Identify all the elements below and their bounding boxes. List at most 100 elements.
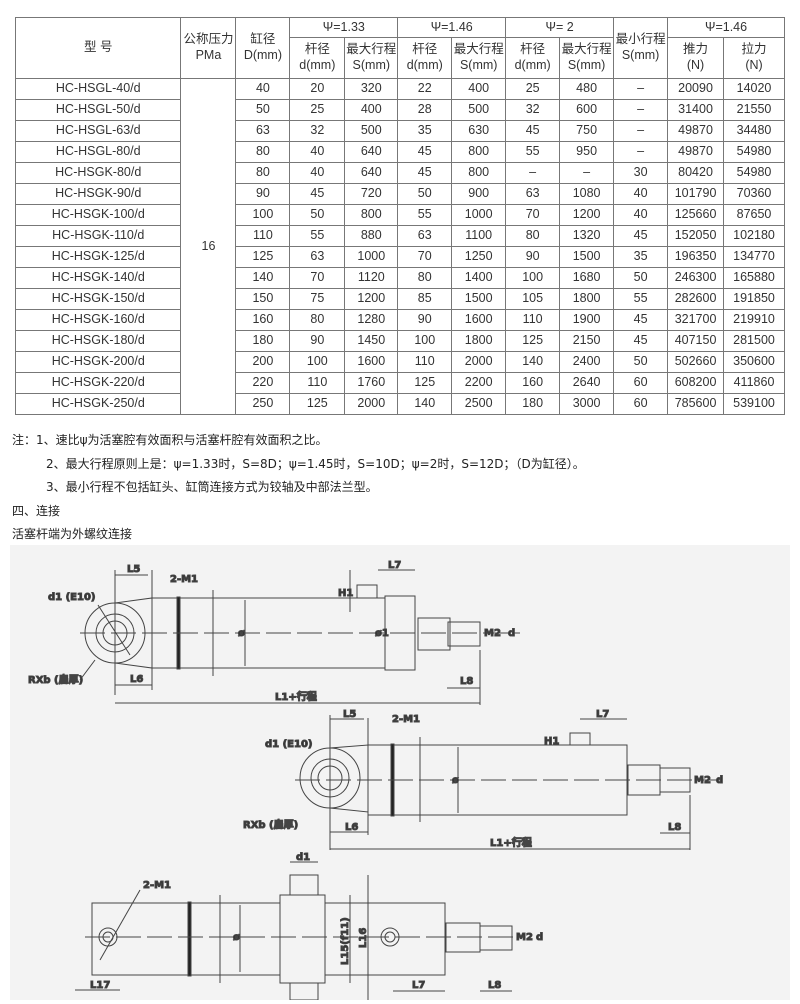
value-cell: 90 xyxy=(505,246,561,268)
cylinder-drawing-1: L5 2-M1 d1 (E10) RXb (扁厚) L6 L1+行程 L7 H1… xyxy=(28,560,520,705)
value-cell: 75 xyxy=(289,288,346,310)
label-2-m1: 2-M1 xyxy=(170,574,198,585)
label-d1-e10: d1 (E10) xyxy=(48,592,96,603)
value-cell: 80 xyxy=(235,162,291,184)
drawing-area: L5 2-M1 d1 (E10) RXb (扁厚) L6 L1+行程 L7 H1… xyxy=(10,545,790,1001)
value-cell: 125 xyxy=(505,330,561,352)
label-m2: M2 xyxy=(694,775,711,786)
value-cell: 90 xyxy=(235,183,291,205)
value-cell: 63 xyxy=(235,120,291,142)
value-cell: 110 xyxy=(397,351,453,373)
value-cell: 55 xyxy=(289,225,346,247)
value-cell: 30 xyxy=(613,162,669,184)
value-cell: 55 xyxy=(613,288,669,310)
value-cell: 800 xyxy=(344,204,399,226)
value-cell: 608200 xyxy=(667,372,725,394)
value-cell: 102180 xyxy=(723,225,785,247)
section-heading: 四、连接 xyxy=(12,504,61,518)
value-cell: 320 xyxy=(344,78,399,100)
value-cell: 800 xyxy=(451,141,507,163)
model-cell: HC-HSGL-80/d xyxy=(14,141,182,163)
label-l7: L7 xyxy=(388,560,401,571)
value-cell: 1500 xyxy=(559,246,615,268)
value-cell: 50 xyxy=(613,351,669,373)
label-l17: L17 xyxy=(90,980,110,991)
value-cell: 40 xyxy=(235,78,291,100)
value-cell: 1100 xyxy=(451,225,507,247)
label-l8: L8 xyxy=(668,822,681,833)
value-cell: 502660 xyxy=(667,351,725,373)
label-2-m1: 2-M1 xyxy=(143,880,171,891)
value-cell: 110 xyxy=(235,225,291,247)
value-cell: 45 xyxy=(289,183,346,205)
value-cell: 45 xyxy=(397,141,453,163)
value-cell: 282600 xyxy=(667,288,725,310)
model-cell: HC-HSGK-90/d xyxy=(14,183,182,205)
value-cell: 500 xyxy=(344,120,399,142)
value-cell: 100 xyxy=(397,330,453,352)
value-cell: 180 xyxy=(505,393,561,415)
value-cell: 1500 xyxy=(451,288,507,310)
header-min-stroke: 最小行程 S(mm) xyxy=(613,17,669,79)
value-cell: 750 xyxy=(559,120,615,142)
label-l7: L7 xyxy=(412,980,425,991)
value-cell: 630 xyxy=(451,120,507,142)
value-cell: 49870 xyxy=(667,120,725,142)
value-cell: 45 xyxy=(613,225,669,247)
value-cell: 1200 xyxy=(559,204,615,226)
value-cell: 140 xyxy=(397,393,453,415)
value-cell: 1080 xyxy=(559,183,615,205)
model-cell: HC-HSGK-100/d xyxy=(14,204,182,226)
value-cell: 22 xyxy=(397,78,453,100)
value-cell: 160 xyxy=(505,372,561,394)
value-cell: 2200 xyxy=(451,372,507,394)
header-push: 推力 (N) xyxy=(667,37,725,79)
note-3: 3、最小行程不包括缸头、缸筒连接方式为铰轴及中部法兰型。 xyxy=(46,480,378,494)
model-cell: HC-HSGK-150/d xyxy=(14,288,182,310)
value-cell: 70 xyxy=(289,267,346,289)
spec-table: 型 号 公称压力 PMa 缸径 D(mm) Ψ=1.33 Ψ=1.46 Ψ= 2… xyxy=(14,17,785,415)
value-cell: 45 xyxy=(613,330,669,352)
value-cell: 191850 xyxy=(723,288,785,310)
value-cell: 900 xyxy=(451,183,507,205)
label-l5: L5 xyxy=(127,564,140,575)
value-cell: 55 xyxy=(505,141,561,163)
value-cell: – xyxy=(613,120,669,142)
value-cell: 1000 xyxy=(451,204,507,226)
value-cell: 100 xyxy=(505,267,561,289)
header-psi-2: Ψ= 2 xyxy=(505,17,615,38)
model-cell: HC-HSGK-220/d xyxy=(14,372,182,394)
header-pressure: 公称压力 PMa xyxy=(180,17,237,79)
value-cell: 70360 xyxy=(723,183,785,205)
label-d1-e10: d1 (E10) xyxy=(265,739,313,750)
header-max-stroke: 最大行程 S(mm) xyxy=(451,37,507,79)
value-cell: 100 xyxy=(235,204,291,226)
model-cell: HC-HSGK-140/d xyxy=(14,267,182,289)
value-cell: 80 xyxy=(289,309,346,331)
value-cell: 400 xyxy=(344,99,399,121)
label-d: d xyxy=(508,628,515,639)
value-cell: 219910 xyxy=(723,309,785,331)
label-rxb: RXb (扁厚) xyxy=(243,818,298,831)
label-l8: L8 xyxy=(488,980,501,991)
value-cell: 196350 xyxy=(667,246,725,268)
value-cell: – xyxy=(559,162,615,184)
value-cell: 125660 xyxy=(667,204,725,226)
value-cell: 80 xyxy=(505,225,561,247)
value-cell: 110 xyxy=(289,372,346,394)
value-cell: 2150 xyxy=(559,330,615,352)
value-cell: 880 xyxy=(344,225,399,247)
value-cell: 1320 xyxy=(559,225,615,247)
value-cell: 80 xyxy=(235,141,291,163)
label-l1-stroke: L1+行程 xyxy=(490,836,532,849)
value-cell: 1450 xyxy=(344,330,399,352)
label-phi: ø xyxy=(233,932,240,943)
value-cell: 70 xyxy=(397,246,453,268)
label-l15: L15(f11) xyxy=(340,917,351,965)
